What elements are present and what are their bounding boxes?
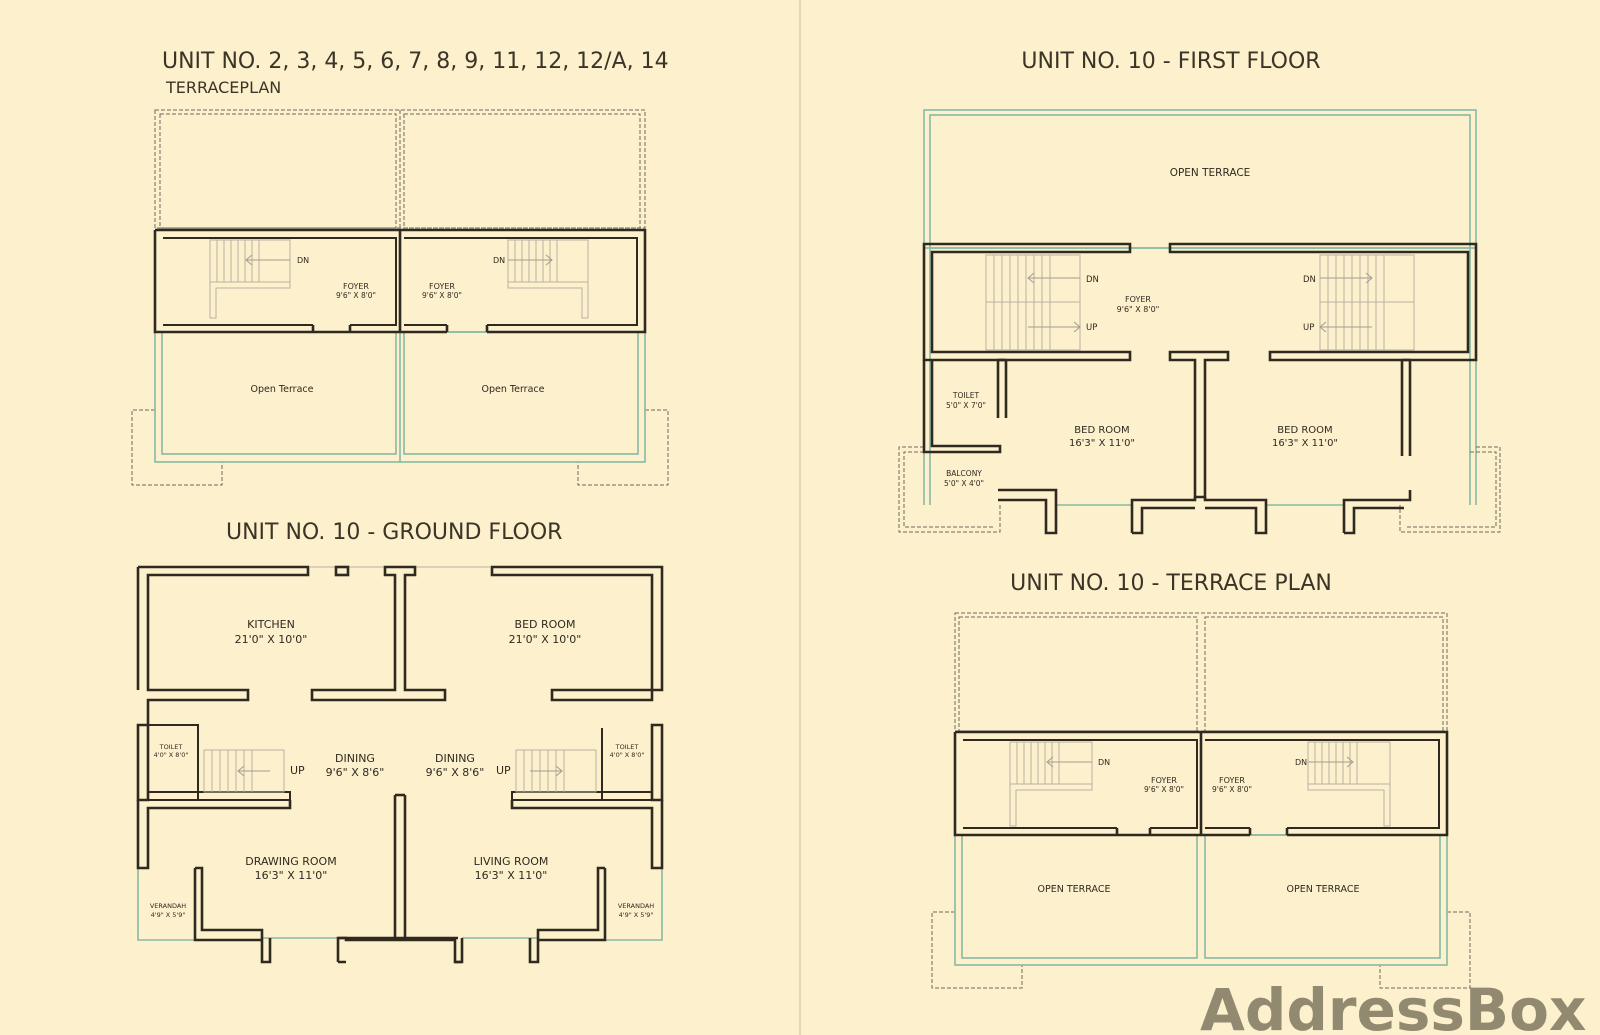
foyer-dim-left: 9'6" X 8'0" [1144, 785, 1184, 794]
toilet-dim-right: 4'0" X 8'0" [610, 751, 645, 759]
staircase-right [1319, 254, 1415, 351]
foyer-label-right: FOYER [429, 282, 455, 291]
open-terrace-right: OPEN TERRACE [1287, 884, 1360, 895]
bedroom-dim: 21'0" X 10'0" [509, 633, 582, 646]
plan-title: UNIT NO. 2, 3, 4, 5, 6, 7, 8, 9, 11, 12,… [162, 49, 669, 74]
living-room-dim: 16'3" X 11'0" [475, 869, 548, 882]
plan-unit-2-14-terrace: UNIT NO. 2, 3, 4, 5, 6, 7, 8, 9, 11, 12,… [131, 49, 669, 486]
verandah-label-left: VERANDAH [150, 902, 186, 910]
verandah-dim-right: 4'9" X 5'9" [619, 911, 654, 919]
staircase-right [515, 749, 597, 793]
plan-subtitle: TERRACEPLAN [165, 78, 281, 97]
dn-label-left: DN [1098, 758, 1110, 767]
foyer-dim: 9'6" X 8'0" [1117, 305, 1160, 314]
open-terrace-left: OPEN TERRACE [1038, 884, 1111, 895]
open-terrace-label: OPEN TERRACE [1170, 167, 1251, 179]
bedroom-label-right: BED ROOM [1277, 425, 1332, 436]
foyer-dim-left: 9'6" X 8'0" [336, 291, 376, 300]
foyer-dim-right: 9'6" X 8'0" [422, 291, 462, 300]
plan-unit-10-terrace: UNIT NO. 10 - TERRACE PLAN [931, 571, 1471, 989]
plan-title: UNIT NO. 10 - TERRACE PLAN [1010, 571, 1332, 596]
kitchen-label: KITCHEN [247, 618, 295, 631]
up-label-right: UP [496, 764, 511, 777]
toilet-label-right: TOILET [615, 743, 639, 751]
dining-dim-left: 9'6" X 8'6" [326, 766, 385, 779]
up-label-left: UP [1086, 323, 1097, 333]
foyer-dim-right: 9'6" X 8'0" [1212, 785, 1252, 794]
balcony-dim: 5'0" X 4'0" [944, 479, 984, 488]
dn-label-right: DN [493, 256, 505, 265]
dn-label-right: DN [1295, 758, 1307, 767]
balcony-label: BALCONY [946, 469, 982, 478]
staircase-left [203, 749, 285, 793]
bedroom-label: BED ROOM [515, 618, 576, 631]
kitchen-dim: 21'0" X 10'0" [235, 633, 308, 646]
dn-label-left: DN [297, 256, 309, 265]
staircase-right [507, 239, 589, 319]
dining-label-left: DINING [335, 752, 375, 765]
drawing-room-label: DRAWING ROOM [245, 855, 336, 868]
open-terrace-left: Open Terrace [251, 384, 314, 395]
foyer-label: FOYER [1125, 295, 1151, 304]
plan-title: UNIT NO. 10 - GROUND FLOOR [226, 520, 562, 545]
bedroom-label-left: BED ROOM [1074, 425, 1129, 436]
bedroom-dim-left: 16'3" X 11'0" [1069, 438, 1135, 449]
staircase-left [1009, 741, 1093, 827]
toilet-dim-left: 4'0" X 8'0" [154, 751, 189, 759]
dining-dim-right: 9'6" X 8'6" [426, 766, 485, 779]
plan-title: UNIT NO. 10 - FIRST FLOOR [1021, 49, 1320, 74]
staircase-left [209, 239, 291, 319]
verandah-label-right: VERANDAH [618, 902, 654, 910]
foyer-label-left: FOYER [343, 282, 369, 291]
toilet-dim: 5'0" X 7'0" [946, 401, 986, 410]
toilet-label: TOILET [952, 391, 980, 400]
drawing-room-dim: 16'3" X 11'0" [255, 869, 328, 882]
bedroom-dim-right: 16'3" X 11'0" [1272, 438, 1338, 449]
toilet-label-left: TOILET [159, 743, 183, 751]
open-terrace-right: Open Terrace [482, 384, 545, 395]
watermark: AddressBox [1200, 976, 1586, 1035]
roof-outline [154, 109, 646, 229]
up-label-right: UP [1303, 323, 1314, 333]
living-room-label: LIVING ROOM [474, 855, 549, 868]
foyer-label-right: FOYER [1219, 776, 1245, 785]
plan-unit-10-first-floor: UNIT NO. 10 - FIRST FLOOR [898, 49, 1501, 535]
plan-unit-10-ground-floor: UNIT NO. 10 - GROUND FLOOR [136, 520, 664, 964]
dn-label-left: DN [1086, 275, 1099, 285]
staircase-left [985, 254, 1081, 351]
foyer-label-left: FOYER [1151, 776, 1177, 785]
verandah-dim-left: 4'9" X 5'9" [151, 911, 186, 919]
dining-label-right: DINING [435, 752, 475, 765]
up-label-left: UP [290, 764, 305, 777]
staircase-right [1307, 741, 1391, 827]
dn-label-right: DN [1303, 275, 1316, 285]
